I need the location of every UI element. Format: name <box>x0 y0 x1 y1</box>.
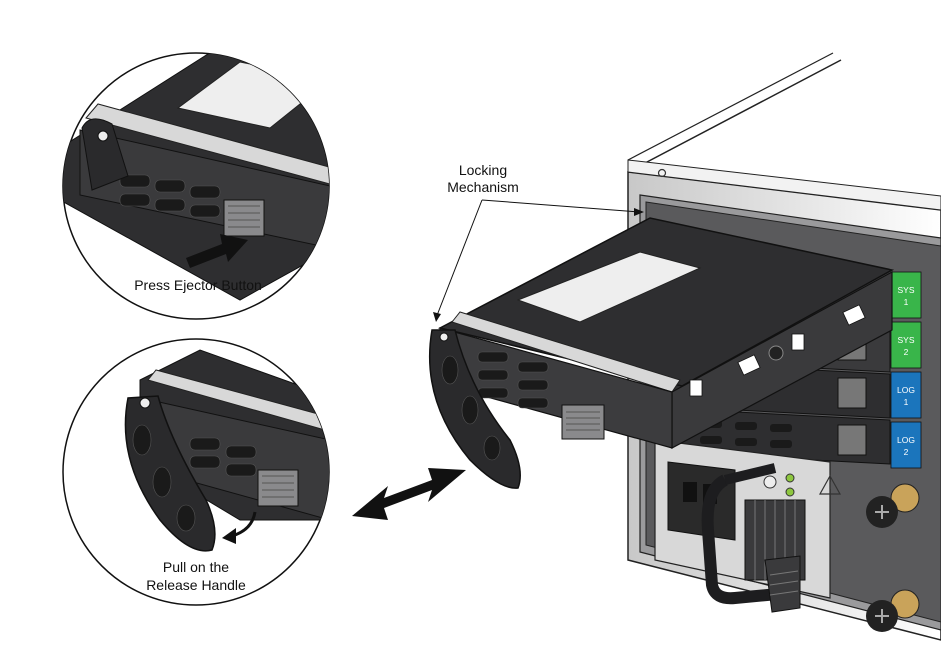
bay-label-log-2: LOG 2 <box>890 421 922 469</box>
status-led-icon <box>785 487 795 497</box>
bay-label-sys-2: SYS 2 <box>890 321 922 369</box>
thumbscrew-icon <box>866 483 920 528</box>
press-ejector-label: Press Ejector Button <box>134 277 262 293</box>
drive-tray <box>429 217 895 489</box>
warning-triangle-icon <box>818 474 842 495</box>
locking-label-line2: Mechanism <box>447 179 519 195</box>
locking-label-line1: Locking <box>459 162 507 178</box>
svg-text:2: 2 <box>904 447 909 457</box>
svg-text:2: 2 <box>904 347 909 357</box>
inset-pull-handle: Pull on the Release Handle <box>62 338 330 606</box>
bay-label-sys-1: SYS 1 <box>890 271 922 319</box>
bay-label-log-1: LOG 1 <box>890 371 922 419</box>
thumbscrew-icon <box>866 589 920 632</box>
ejector-button <box>561 404 605 440</box>
power-supply <box>654 439 842 613</box>
curved-arrow-icon <box>222 511 257 544</box>
svg-text:1: 1 <box>904 397 909 407</box>
push-arrow-icon <box>186 234 248 268</box>
pull-label-line1: Pull on the <box>163 559 229 575</box>
svg-text:LOG: LOG <box>897 385 915 395</box>
svg-text:LOG: LOG <box>897 435 915 445</box>
hinge-pin-icon <box>439 332 449 342</box>
pull-label-line2: Release Handle <box>146 577 246 593</box>
chassis-screw-icon <box>657 168 667 178</box>
status-led-icon <box>785 473 795 483</box>
double-arrow-icon <box>352 468 466 520</box>
inset-press-ejector: Press Ejector Button <box>62 52 330 320</box>
psu-screw-icon <box>763 475 777 489</box>
svg-text:SYS: SYS <box>897 335 914 345</box>
bay-labels: SYS 1 SYS 2 LOG 1 LOG 2 <box>890 271 922 469</box>
svg-text:1: 1 <box>904 297 909 307</box>
svg-text:SYS: SYS <box>897 285 914 295</box>
locking-mechanism-callout: Locking Mechanism <box>433 162 644 322</box>
